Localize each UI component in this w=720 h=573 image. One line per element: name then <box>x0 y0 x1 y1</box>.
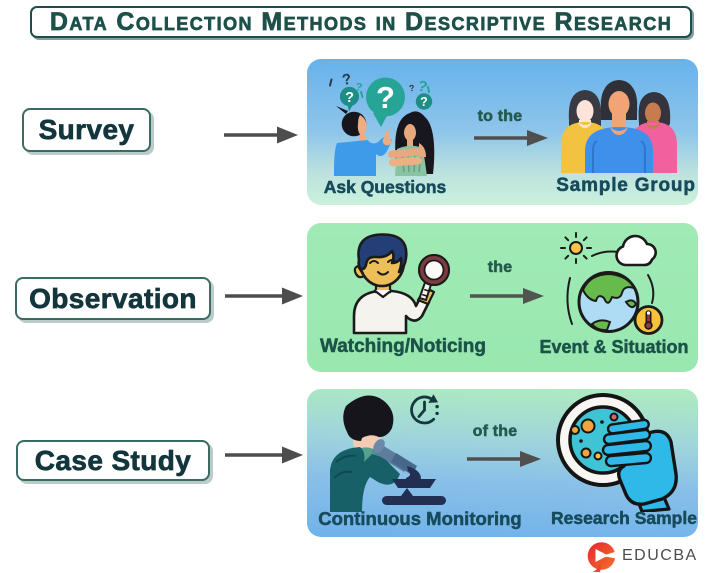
svg-text:?: ? <box>416 77 429 96</box>
svg-text:?: ? <box>376 80 395 115</box>
svg-text:?: ? <box>420 95 428 109</box>
svg-text:?: ? <box>345 90 354 106</box>
svg-text:?: ? <box>408 83 415 94</box>
svg-text:?: ? <box>341 71 353 89</box>
svg-text:?: ? <box>354 81 363 94</box>
